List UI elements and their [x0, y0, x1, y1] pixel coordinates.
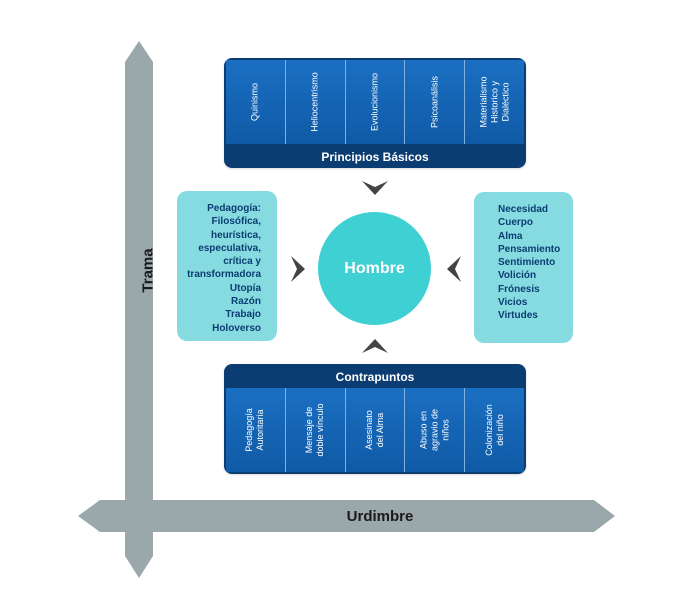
principio-label: Heliocentrismo [309, 72, 320, 132]
dimension-line: Pensamiento [498, 243, 561, 255]
dimensiones-box: Necesidad Cuerpo Alma Pensamiento Sentim… [474, 192, 573, 343]
principio-label: Materialismo Historico y Dialéctico [478, 76, 511, 128]
contrapunto-column: Pedagogía Autoritaria [226, 388, 286, 472]
horizontal-axis-arrow [78, 500, 615, 532]
contrapunto-column: Mensaje de doble vínculo [285, 388, 346, 472]
chevron-left-icon [447, 256, 461, 282]
contrapunto-label: Abuso en agravio de niños [418, 408, 451, 452]
contrapunto-column: Colonización del niño [465, 388, 524, 472]
principios-title: Principios Básicos [321, 150, 429, 164]
pedagogia-line: crítica y [223, 256, 261, 268]
principio-label: Evolucionismo [369, 72, 380, 132]
pedagogia-line: Trabajo [225, 309, 261, 321]
principio-column: Evolucionismo [345, 60, 406, 144]
pedagogia-line: heurística, [210, 229, 261, 241]
chevron-down-icon [362, 181, 388, 195]
dimension-line: Cuerpo [498, 217, 533, 229]
contrapunto-label: Asesinato del Alma [363, 410, 385, 450]
principio-label: Psicoanálisis [429, 75, 440, 129]
pedagogia-line: especulativa, [198, 242, 261, 254]
chevron-right-icon [291, 256, 305, 282]
dimension-line: Vicios [498, 297, 528, 309]
dimension-line: Frónesis [498, 283, 540, 295]
hombre-circle: Hombre [318, 212, 431, 325]
contrapunto-column: Asesinato del Alma [345, 388, 406, 472]
pedagogia-line: Utopía [229, 282, 261, 294]
contrapunto-label: Colonización del niño [483, 404, 505, 456]
contrapuntos-panel: Contrapuntos Pedagogía Autoritaria Mensa… [224, 364, 526, 474]
principio-column: Quinismo [226, 60, 286, 144]
dimension-line: Virtudes [498, 310, 538, 322]
hombre-label: Hombre [344, 259, 405, 277]
contrapuntos-title: Contrapuntos [335, 370, 415, 384]
pedagogia-line: Pedagogía: [207, 203, 261, 214]
principio-column: Heliocentrismo [285, 60, 346, 144]
pedagogia-line: Filosófica, [211, 216, 261, 228]
principio-column: Psicoanálisis [405, 60, 466, 144]
vertical-axis-label: Trama [139, 248, 157, 293]
principio-label: Quinismo [249, 83, 260, 122]
principios-basicos-panel: Quinismo Heliocentrismo Evolucionismo Ps… [224, 58, 526, 168]
pedagogia-line: transformadora [187, 269, 261, 281]
contrapunto-label: Pedagogía Autoritaria [244, 408, 266, 452]
pedagogia-line: Razón [231, 296, 261, 308]
chevron-up-icon [362, 339, 388, 353]
contrapunto-column: Abuso en agravio de niños [405, 388, 466, 472]
dimension-line: Volición [498, 270, 537, 282]
dimension-line: Necesidad [498, 204, 549, 215]
dimension-line: Sentimiento [498, 257, 556, 269]
vertical-axis-arrow [125, 41, 153, 578]
contrapunto-label: Mensaje de doble vínculo [304, 403, 326, 457]
principio-column: Materialismo Historico y Dialéctico [465, 60, 524, 144]
dimension-line: Alma [498, 230, 523, 242]
pedagogia-line: Holoverso [212, 322, 261, 334]
pedagogia-box: Pedagogía: Filosófica, heurística, espec… [177, 191, 277, 341]
horizontal-axis-label: Urdimbre [346, 508, 414, 525]
